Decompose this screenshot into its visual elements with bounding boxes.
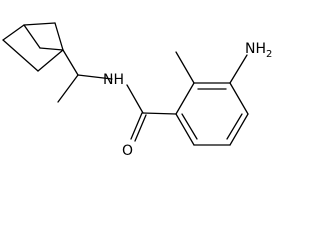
norbornyl-group: [2, 22, 64, 72]
methyl-bond: [175, 51, 195, 84]
bond: [77, 74, 113, 80]
bond: [23, 24, 41, 49]
bond: [54, 22, 64, 51]
structure-canvas: NH O NH 2: [2, 22, 272, 159]
ring-substituents: [175, 51, 248, 84]
double-bond: [130, 112, 143, 140]
benzene-ring: [175, 82, 249, 146]
bond: [142, 112, 177, 115]
bond: [175, 113, 195, 146]
bond: [62, 49, 79, 76]
aromatic-inner-bond: [226, 113, 243, 140]
amide-nitrogen-label: NH: [103, 72, 124, 88]
ethyl-linker: [57, 49, 113, 103]
bond: [23, 22, 56, 26]
bond: [229, 113, 249, 146]
bond: [2, 39, 39, 72]
bond: [175, 82, 195, 115]
amine-bond: [229, 54, 248, 84]
bond: [39, 47, 64, 51]
bond: [37, 49, 64, 72]
double-bond: [134, 114, 147, 142]
bond: [2, 24, 25, 41]
bond: [229, 82, 249, 115]
carbonyl-oxygen-label: O: [122, 143, 133, 159]
aromatic-inner-bond: [181, 113, 198, 140]
molecule-diagram: NH O NH 2: [2, 22, 272, 159]
bond: [126, 84, 144, 114]
amine-subscript: 2: [266, 49, 272, 60]
amine-label: NH: [245, 41, 266, 57]
bond: [57, 74, 79, 103]
amide-group: [126, 84, 177, 142]
